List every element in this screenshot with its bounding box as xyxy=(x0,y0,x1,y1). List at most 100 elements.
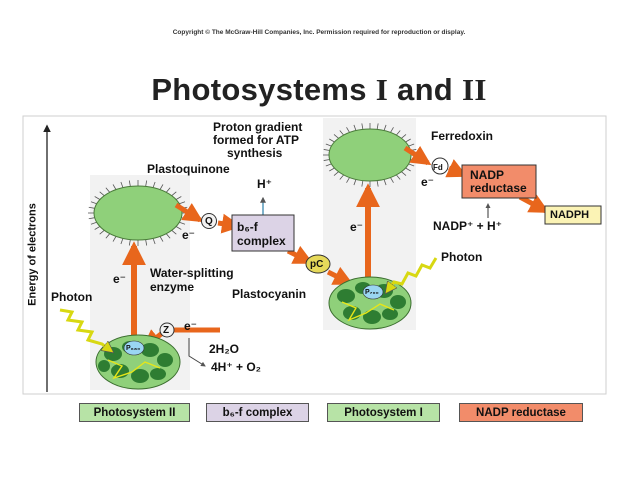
electron-label-z: e⁻ xyxy=(184,319,198,333)
proton-gradient-label-line2: formed for ATP xyxy=(213,133,299,147)
antenna-spike xyxy=(325,163,332,167)
photon-label-ps1: Photon xyxy=(441,250,483,264)
ps1-antenna xyxy=(323,123,417,187)
antenna-spike xyxy=(405,167,411,172)
antenna-spike xyxy=(99,230,105,235)
antenna-spike xyxy=(339,130,344,136)
antenna-spike xyxy=(112,184,117,190)
antenna-spike xyxy=(159,236,164,242)
antenna-spike xyxy=(99,191,105,196)
antenna-spike xyxy=(376,123,379,130)
ps1-photon-arrow xyxy=(388,257,438,290)
nadph-box xyxy=(544,205,602,225)
antenna-spike xyxy=(401,134,407,139)
antenna-spike xyxy=(390,127,394,133)
antenna-spike xyxy=(329,167,335,172)
water-products-arrow xyxy=(188,338,206,367)
antenna-spike xyxy=(120,181,124,188)
antenna-spike xyxy=(390,177,394,183)
title-roman-one: I xyxy=(375,72,389,107)
h-plus-label: H⁺ xyxy=(257,177,272,191)
b6f-box-line2: complex xyxy=(237,234,286,248)
antenna-spike xyxy=(396,130,401,136)
b6f-complex-box xyxy=(231,214,295,252)
antenna-spike xyxy=(145,239,148,246)
antenna-spike xyxy=(179,201,186,205)
antenna-spike xyxy=(339,174,344,180)
water-splitting-label-line1: Water-splitting xyxy=(150,266,234,280)
nadp-input-label: NADP⁺ + H⁺ xyxy=(433,219,503,233)
plastoquinone-carrier xyxy=(201,213,217,229)
antenna-spike xyxy=(175,226,182,230)
b6f-to-pc-arrow xyxy=(286,245,314,265)
antenna-spike xyxy=(105,233,111,239)
ps1-reaction-center xyxy=(328,276,412,330)
nadp-reductase-line1: NADP xyxy=(470,168,505,182)
antenna-spike xyxy=(152,238,156,245)
antenna-spike xyxy=(383,179,387,186)
water-splitting-label-line2: enzyme xyxy=(150,280,195,294)
pc-to-ps1-arrow xyxy=(326,266,354,286)
proton-gradient-label-line3: synthesis xyxy=(227,146,283,160)
antenna-spike xyxy=(94,226,101,230)
antenna-spike xyxy=(128,180,131,187)
title-prefix: Photosystems xyxy=(151,72,376,107)
antenna-spike xyxy=(408,143,415,147)
antenna-spike xyxy=(88,217,95,220)
antenna-spike xyxy=(90,201,97,205)
plastocyanin-carrier xyxy=(305,254,331,274)
antenna-spike xyxy=(396,174,401,180)
antenna-spike xyxy=(152,181,156,188)
electron-label-fd: e⁻ xyxy=(421,175,435,189)
ps2-reaction-center xyxy=(95,334,181,390)
antenna-spike xyxy=(333,171,339,176)
antenna-spike xyxy=(112,236,117,242)
plastoquinone-label: Plastoquinone xyxy=(147,162,230,176)
antenna-spike xyxy=(346,177,350,183)
title-roman-two: II xyxy=(461,72,487,107)
plastocyanin-label: Plastocyanin xyxy=(232,287,307,301)
antenna-spike xyxy=(105,187,111,193)
nadp-to-nadph-arrow xyxy=(518,194,550,214)
antenna-spike xyxy=(383,124,387,131)
antenna-spike xyxy=(323,159,330,161)
page-title: Photosystems I and II xyxy=(0,72,638,108)
water-label: 2H₂O xyxy=(209,342,240,356)
copyright-notice: Copyright © The McGraw-Hill Companies, I… xyxy=(172,29,466,36)
antenna-spike xyxy=(175,196,182,200)
legend-nadp-reductase: NADP reductase xyxy=(459,403,583,422)
antenna-spike xyxy=(90,221,97,225)
antenna-spike xyxy=(88,206,95,209)
p680-label: P₆₈₀ xyxy=(126,345,141,352)
antenna-spike xyxy=(165,233,171,239)
antenna-spike xyxy=(94,196,101,200)
antenna-spike xyxy=(329,138,335,143)
antenna-spike xyxy=(171,230,177,235)
proton-gradient-label-line1: Proton gradient xyxy=(213,120,303,134)
antenna-spike xyxy=(346,127,350,133)
energy-axis-label: Energy of electrons xyxy=(26,203,39,306)
antenna-spike xyxy=(171,191,177,196)
nadp-reductase-box xyxy=(461,164,537,199)
pc-label: pC xyxy=(310,259,324,270)
antenna-spike xyxy=(165,187,171,193)
antenna-spike xyxy=(401,171,407,176)
antenna-spike xyxy=(353,179,357,186)
nadp-reductase-line2: reductase xyxy=(470,181,527,195)
antenna-spike xyxy=(333,134,339,139)
antenna-to-fd-arrow xyxy=(403,145,432,166)
ferredoxin-label: Ferredoxin xyxy=(431,129,494,143)
q-label: Q xyxy=(205,216,213,227)
legend-photosystem-i: Photosystem I xyxy=(327,403,440,422)
legend-b6f-complex: b₆-f complex xyxy=(206,403,309,422)
z-carrier xyxy=(159,322,175,338)
nadph-label: NADPH xyxy=(550,209,590,221)
z-label: Z xyxy=(163,325,170,336)
products-label: 4H⁺ + O₂ xyxy=(211,360,262,374)
electron-label-ps1: e⁻ xyxy=(350,220,364,234)
antenna-spike xyxy=(361,123,364,130)
antenna-spike xyxy=(179,221,186,225)
antenna-spike xyxy=(405,138,411,143)
electron-label-q: e⁻ xyxy=(182,228,196,242)
